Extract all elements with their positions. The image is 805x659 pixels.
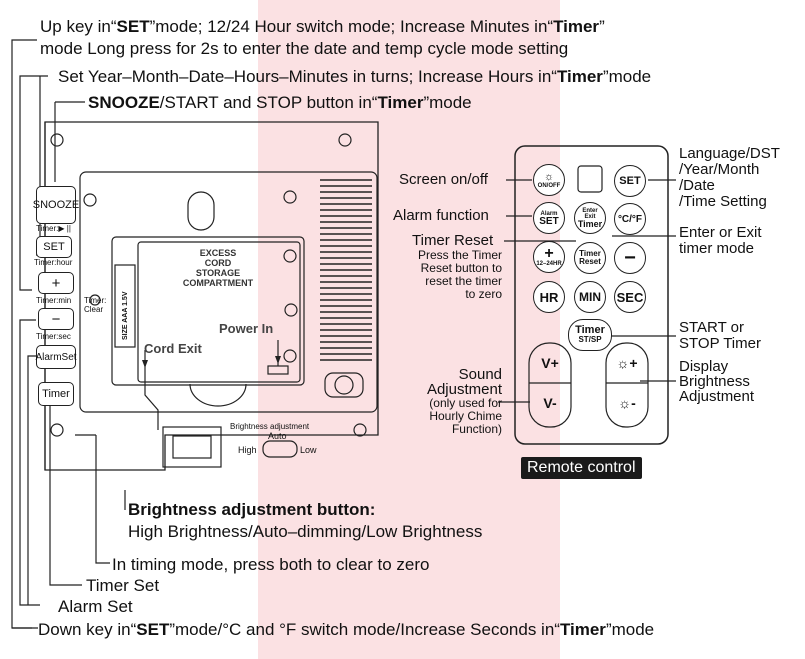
remote-sec-button[interactable]: SEC: [614, 281, 646, 313]
timer-min-label: Timer:min: [36, 296, 72, 305]
bulb-plus-icon: ☼+: [616, 355, 638, 371]
cord-exit-label: Cord Exit: [144, 341, 202, 356]
timer-sec-label: Timer:sec: [36, 332, 71, 341]
remote-plus-button[interactable]: +12–24HR: [533, 241, 565, 273]
remote-brightness-down-button[interactable]: ☼-: [606, 388, 648, 418]
callout-snooze: SNOOZE/START and STOP button in“Timer”mo…: [88, 93, 472, 112]
snooze-button[interactable]: SNOOZE: [33, 186, 79, 224]
battery-label: SIZE AAA 1.5V: [122, 291, 129, 341]
brightness-switch-title: Brightness adjustment: [230, 422, 310, 431]
brightness-auto-label: Auto: [268, 431, 287, 441]
plus-button[interactable]: +: [38, 272, 74, 294]
alarm-set-button[interactable]: AlarmSet: [35, 345, 77, 369]
remote-set-button[interactable]: SET: [614, 165, 646, 197]
remote-volume-up-button[interactable]: V+: [541, 355, 559, 371]
label-language-dst: Language/DST/Year/Month/Date/Time Settin…: [679, 145, 780, 210]
brightness-callout-desc: High Brightness/Auto–dimming/Low Brightn…: [128, 522, 483, 541]
set-button[interactable]: SET: [36, 236, 72, 258]
bulb-icon: ☼: [543, 171, 555, 183]
callout-timing-clear: In timing mode, press both to clear to z…: [112, 555, 430, 574]
timer-button[interactable]: Timer: [38, 382, 74, 406]
callout-down-key: Down key in“SET”mode/°C and °F switch mo…: [38, 620, 655, 639]
bulb-minus-icon: ☼-: [618, 395, 636, 411]
callout-up-key: Up key in“SET”mode; 12/24 Hour switch mo…: [40, 17, 605, 36]
brightness-switch[interactable]: [263, 441, 297, 457]
callout-set-key: Set Year–Month–Date–Hours–Minutes in tur…: [58, 67, 652, 86]
leader-up-key: [11, 39, 37, 629]
remote-volume-down-button[interactable]: V-: [543, 395, 557, 411]
timer-clear-label: Timer:Clear: [84, 296, 107, 314]
remote-minus-button[interactable]: −: [614, 242, 646, 274]
label-screen-onoff: Screen on/off: [399, 171, 488, 188]
callout-timer-set: Timer Set: [86, 576, 160, 595]
callout-up-key-line2: mode Long press for 2s to enter the date…: [40, 39, 569, 58]
timer-hour-label: Timer:hour: [34, 258, 73, 267]
remote-min-button[interactable]: MIN: [574, 281, 606, 313]
power-in-label: Power In: [219, 321, 274, 336]
label-alarm-function: Alarm function: [393, 207, 489, 224]
brightness-high-label: High: [238, 445, 257, 455]
remote-brightness-up-button[interactable]: ☼+: [606, 348, 648, 378]
remote-control-badge: Remote control: [521, 457, 642, 479]
label-timer-reset: Timer Reset: [412, 232, 494, 249]
callout-alarm-set: Alarm Set: [58, 597, 133, 616]
pink-background-band: [258, 0, 560, 659]
remote-celsius-fahrenheit-button[interactable]: °C/°F: [614, 203, 646, 235]
plus-icon: +: [544, 244, 554, 262]
timer-play-pause-label: Timer:▶ ||: [36, 224, 71, 233]
brightness-callout-title: Brightness adjustment button:: [128, 500, 376, 519]
minus-icon: −: [624, 246, 636, 269]
remote-hr-button[interactable]: HR: [533, 281, 565, 313]
brightness-low-label: Low: [300, 445, 317, 455]
remote-onoff-button[interactable]: ☼ON/OFF: [533, 164, 565, 196]
minus-button[interactable]: −: [38, 308, 74, 330]
